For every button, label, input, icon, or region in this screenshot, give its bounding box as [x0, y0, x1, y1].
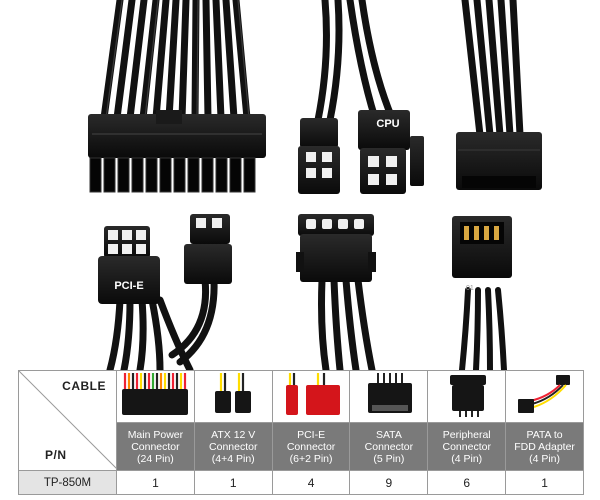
table-corner-header: CABLE P/N — [18, 370, 117, 471]
count-pcie: 4 — [271, 470, 351, 495]
table-row: TP-850M 1 1 4 9 6 1 — [18, 470, 584, 495]
count-pata-fdd: 1 — [505, 470, 584, 495]
peripheral-connector-icon — [427, 370, 507, 423]
pata-to-fdd-adapter-icon — [505, 370, 584, 423]
pn-header: P/N — [45, 448, 67, 462]
sata-cable — [456, 0, 542, 190]
count-peripheral: 6 — [427, 470, 507, 495]
main-power-24pin-cable — [88, 0, 266, 193]
sata-connector-icon — [349, 370, 429, 423]
fdd-mark: 01 — [466, 285, 474, 292]
fdd-adapter-cable: 01 — [452, 216, 512, 370]
cpu-label: CPU — [376, 118, 399, 130]
cable-spec-table: CABLE P/N — [18, 370, 584, 495]
model-number: TP-850M — [18, 470, 117, 495]
count-atx-12v: 1 — [193, 470, 273, 495]
peripheral-molex-cable — [296, 214, 376, 370]
connector-photo: CPU PCI-E — [88, 0, 542, 370]
atx-12v-connector-icon — [193, 370, 273, 423]
cable-header: CABLE — [62, 379, 106, 393]
pcie-label: PCI-E — [114, 280, 143, 292]
main-power-connector-icon — [116, 370, 195, 423]
pcie-connector-icon — [271, 370, 351, 423]
cpu-4plus4-cable: CPU — [298, 0, 424, 194]
pcie-6plus2-cable: PCI-E — [98, 214, 232, 370]
count-main-power: 1 — [116, 470, 195, 495]
diagonal-divider — [19, 371, 117, 469]
count-sata: 9 — [349, 470, 429, 495]
